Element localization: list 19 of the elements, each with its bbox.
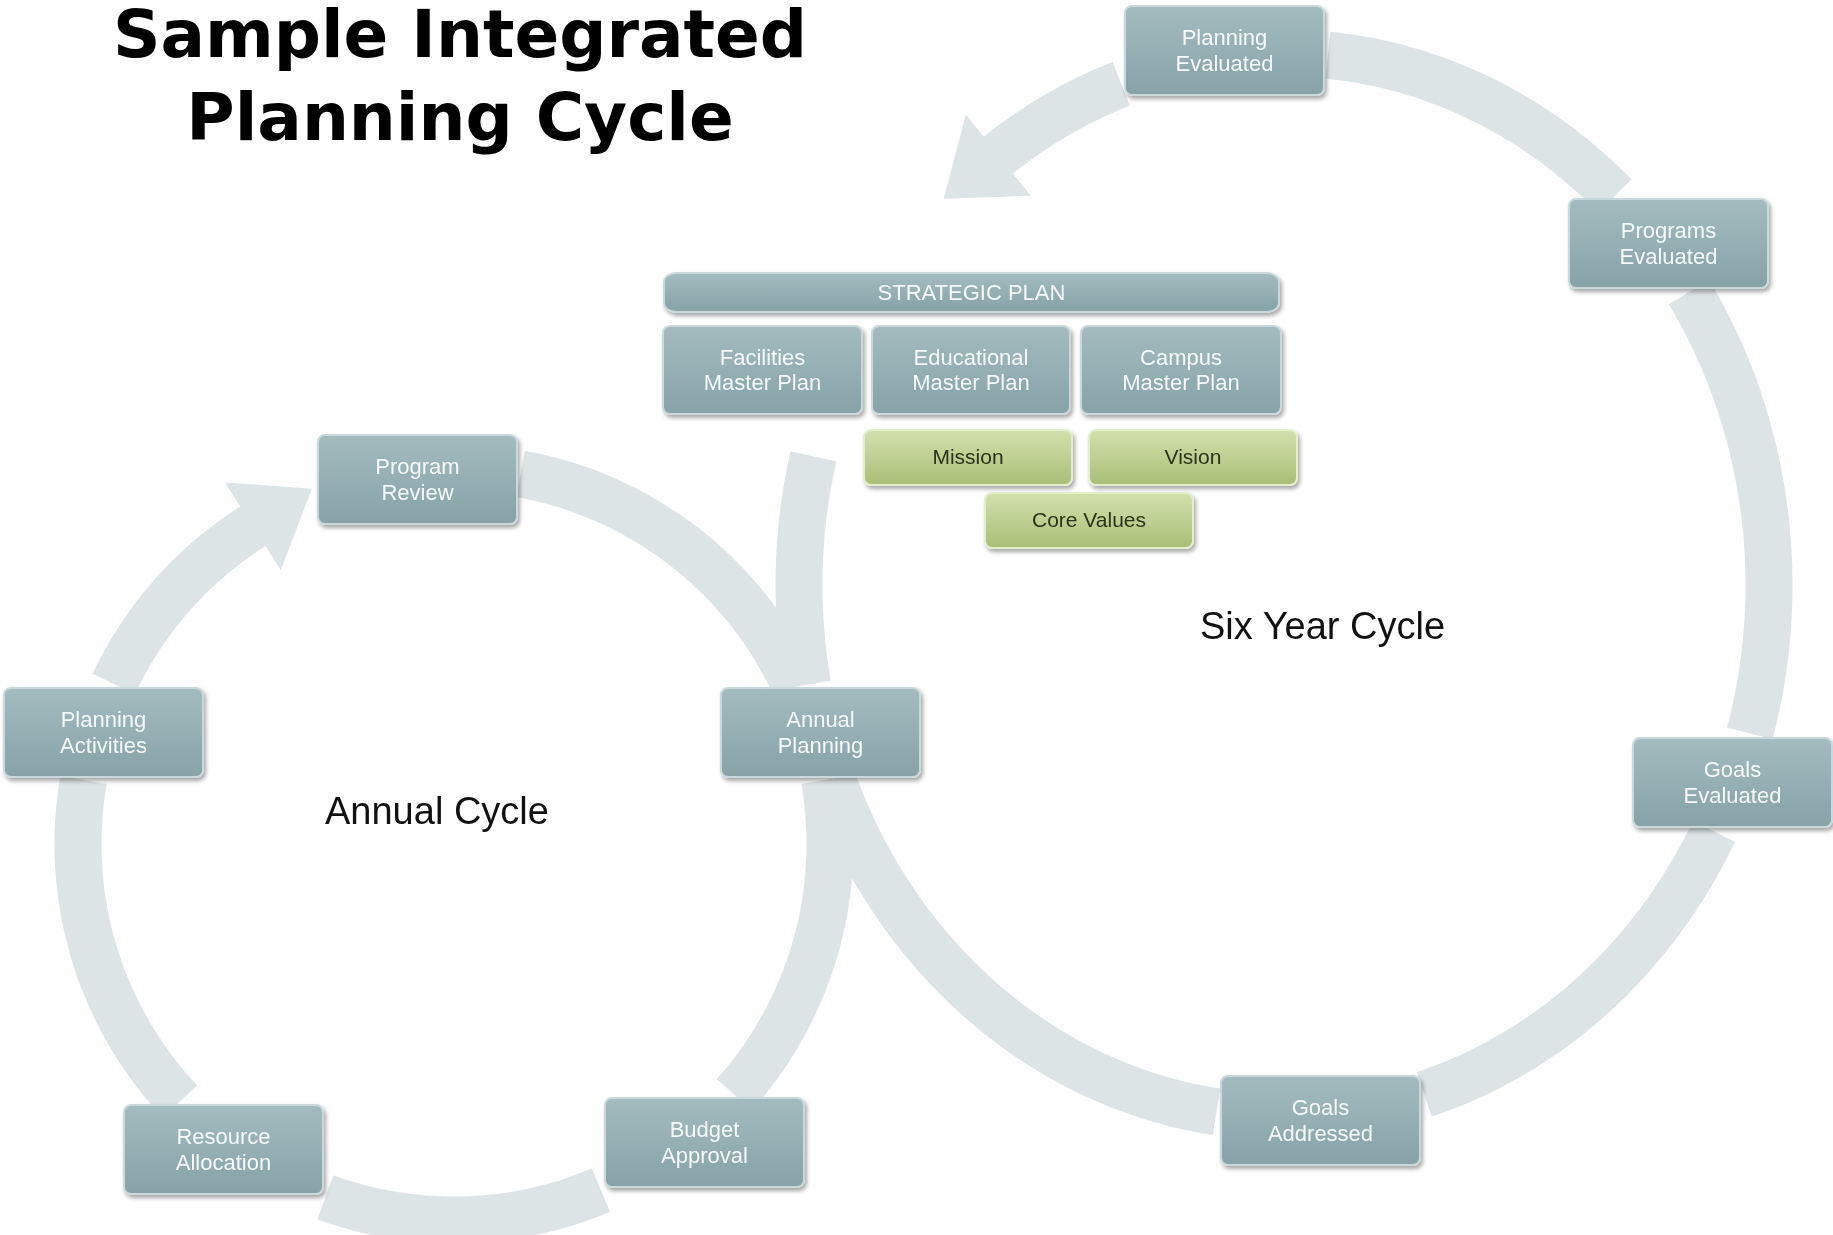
process-box: Annual Planning	[720, 687, 921, 778]
process-box: Goals Evaluated	[1632, 737, 1833, 828]
process-box: Planning Evaluated	[1124, 5, 1325, 96]
value-box: Mission	[863, 429, 1073, 486]
cycle-label: Annual Cycle	[325, 790, 549, 833]
process-box: Educational Master Plan	[871, 325, 1071, 415]
process-box: Programs Evaluated	[1568, 198, 1769, 289]
process-box: Facilities Master Plan	[662, 325, 863, 415]
process-box: Campus Master Plan	[1080, 325, 1282, 415]
cycle-label: Six Year Cycle	[1200, 605, 1445, 648]
value-box: Vision	[1088, 429, 1298, 486]
process-box: Budget Approval	[604, 1097, 805, 1188]
process-box: Planning Activities	[3, 687, 204, 778]
process-box: STRATEGIC PLAN	[663, 272, 1280, 313]
process-box: Goals Addressed	[1220, 1075, 1421, 1166]
process-box: Program Review	[317, 434, 518, 525]
value-box: Core Values	[984, 492, 1194, 549]
title: Sample Integrated Planning Cycle	[111, 0, 809, 158]
process-box: Resource Allocation	[123, 1104, 324, 1195]
